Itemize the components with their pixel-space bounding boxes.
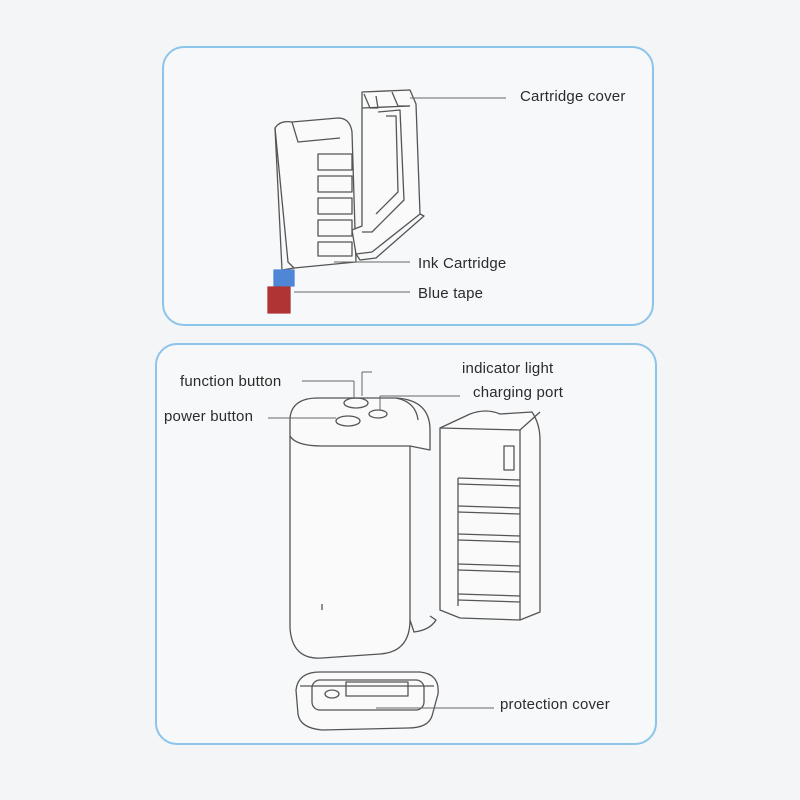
bottom-leader-lines	[268, 371, 494, 709]
cartridge-cover-label: Cartridge cover	[520, 88, 626, 105]
blue-tape-label: Blue tape	[418, 285, 484, 302]
red-tape-illustration	[267, 286, 291, 314]
charging-port-shape	[368, 409, 388, 419]
function-button-label: function button	[180, 373, 282, 390]
indicator-light-label: indicator light	[462, 360, 554, 377]
protection-cover-illustration	[295, 671, 439, 731]
power-button-label: power button	[164, 408, 254, 425]
charging-port-label: charging port	[473, 384, 564, 401]
cartridge-cover-illustration	[351, 89, 425, 261]
protection-cover-label: protection cover	[500, 696, 610, 713]
power-button-shape	[335, 415, 361, 427]
printer-body-illustration	[289, 397, 437, 659]
top-leader-lines	[294, 97, 506, 293]
ink-cartridge-side-illustration	[439, 410, 541, 621]
ink-cartridge-illustration	[274, 117, 357, 271]
ink-cartridge-label: Ink Cartridge	[418, 255, 507, 272]
blue-tape-illustration	[273, 269, 295, 287]
function-button-shape	[343, 397, 369, 409]
